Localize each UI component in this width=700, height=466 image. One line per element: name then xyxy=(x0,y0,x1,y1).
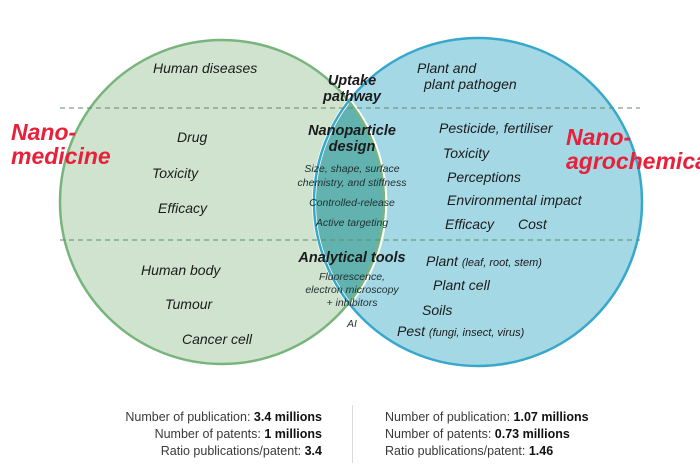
tools-detail-line2: electron microscopy xyxy=(305,284,399,296)
item-cost: Cost xyxy=(518,216,548,232)
item-soils: Soils xyxy=(422,302,452,318)
nanoagrochemical-title-line1: Nano- xyxy=(566,124,631,150)
item-perceptions: Perceptions xyxy=(447,169,521,185)
design-detail-controlled-release: Controlled-release xyxy=(309,197,395,209)
tools-detail-line3: + inhibitors xyxy=(326,297,378,309)
item-drug: Drug xyxy=(177,129,208,145)
stat-publications-right: Number of publication: 1.07 millions xyxy=(385,410,589,424)
item-plant: Plant (leaf, root, stem) xyxy=(426,253,542,269)
tools-detail-line1: Fluorescence, xyxy=(319,271,385,283)
item-tumour: Tumour xyxy=(165,296,214,312)
uptake-pathway-line1: Uptake xyxy=(328,73,376,89)
design-detail-active-targeting: Active targeting xyxy=(315,217,389,229)
nanoagrochemical-title-line2: agrochemical xyxy=(566,148,700,174)
nanoparticle-design-line1: Nanoparticle xyxy=(308,123,396,139)
stat-patents-right: Number of patents: 0.73 millions xyxy=(385,427,570,441)
nanomedicine-title-line1: Nano- xyxy=(11,119,76,145)
item-cancer-cell: Cancer cell xyxy=(182,331,253,347)
analytical-tools-title: Analytical tools xyxy=(297,250,405,266)
tools-detail-ai: AI xyxy=(346,318,357,330)
item-plant-pathogen-line2: plant pathogen xyxy=(423,76,517,92)
item-pesticide: Pesticide, fertiliser xyxy=(439,120,554,136)
stats-separator xyxy=(352,405,353,463)
item-toxicity-left: Toxicity xyxy=(152,165,199,181)
item-pest: Pest (fungi, insect, virus) xyxy=(397,323,525,339)
venn-diagram: Nano- medicine Nano- agrochemical Human … xyxy=(11,36,700,368)
design-detail-line2: chemistry, and stiffness xyxy=(298,177,408,189)
item-human-body: Human body xyxy=(141,262,221,278)
item-plant-cell: Plant cell xyxy=(433,277,491,293)
item-plant-pathogen-line1: Plant and xyxy=(417,60,477,76)
item-toxicity-right: Toxicity xyxy=(443,145,490,161)
item-efficacy-right: Efficacy xyxy=(445,216,495,232)
nanoagrochemical-stats: Number of publication: 1.07 millions Num… xyxy=(385,409,589,460)
stat-publications-left: Number of publication: 3.4 millions xyxy=(125,410,322,424)
nanoagrochemical-circle xyxy=(314,38,642,366)
stat-ratio-right: Ratio publications/patent: 1.46 xyxy=(385,444,554,458)
uptake-pathway-line2: pathway xyxy=(322,89,382,105)
stat-patents-left: Number of patents: 1 millions xyxy=(154,427,322,441)
item-human-diseases: Human diseases xyxy=(153,60,257,76)
nanomedicine-circle xyxy=(60,40,384,364)
design-detail-line1: Size, shape, surface xyxy=(304,163,399,175)
nanoparticle-design-line2: design xyxy=(329,139,376,155)
item-efficacy-left: Efficacy xyxy=(158,200,208,216)
nanomedicine-stats: Number of publication: 3.4 millions Numb… xyxy=(125,409,322,460)
nanomedicine-title-line2: medicine xyxy=(11,143,111,169)
stat-ratio-left: Ratio publications/patent: 3.4 xyxy=(160,444,322,458)
item-environmental-impact: Environmental impact xyxy=(447,192,583,208)
